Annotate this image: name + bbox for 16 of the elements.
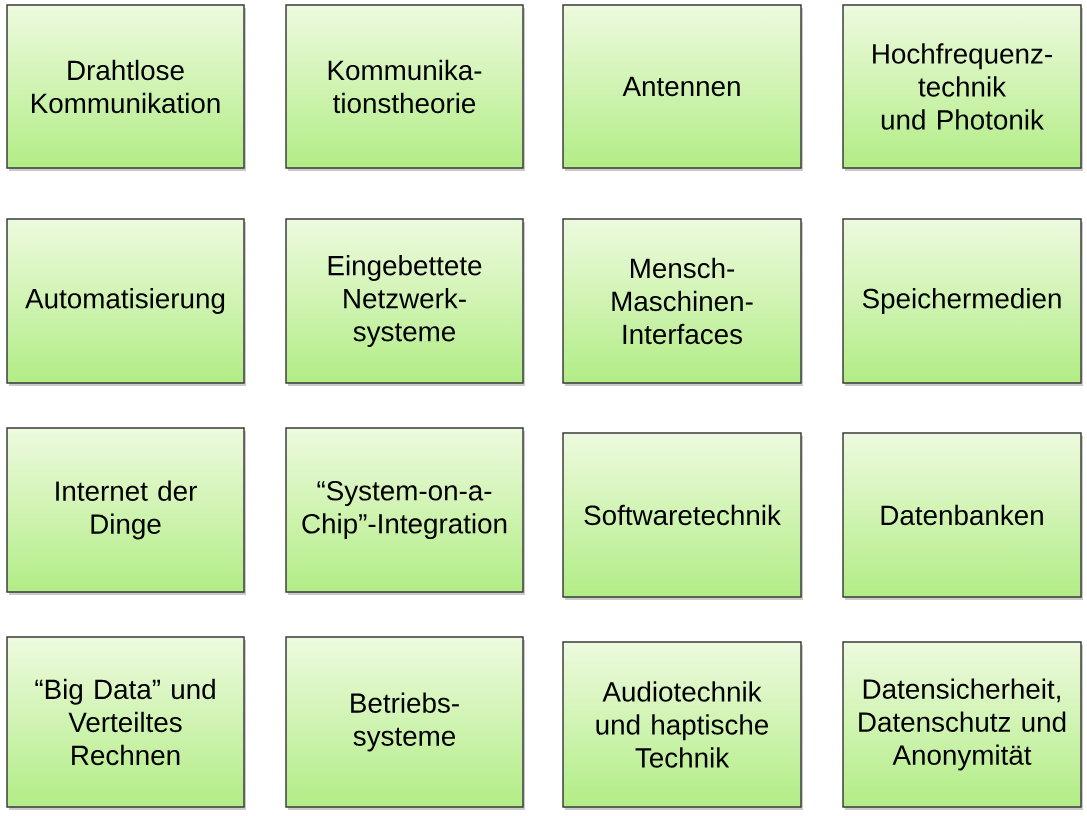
topic-box: “Big Data” und Verteiltes Rechnen — [6, 636, 246, 810]
topic-box: Audiotechnik und haptische Technik — [562, 641, 803, 810]
topic-box: Softwaretechnik — [562, 432, 803, 600]
topic-box: Betriebs- systeme — [285, 636, 525, 810]
topic-box: Hochfrequenz- technik und Photonik — [842, 4, 1083, 171]
topic-box: Datensicherheit, Datenschutz und Anonymität — [842, 641, 1083, 810]
topic-box: Kommunika- tionstheorie — [285, 4, 525, 171]
topic-box: Speichermedien — [842, 218, 1083, 386]
topic-box: Drahtlose Kommunikation — [6, 4, 246, 171]
topic-box: Datenbanken — [842, 432, 1083, 600]
topic-box: Automatisierung — [6, 218, 246, 386]
topic-box: Internet der Dinge — [6, 427, 246, 595]
topic-box: Eingebettete Netzwerk- systeme — [285, 218, 525, 386]
topic-box: Mensch- Maschinen- Interfaces — [562, 218, 803, 386]
topic-box: “System-on-a- Chip”-Integration — [285, 427, 525, 595]
topic-box: Antennen — [562, 4, 803, 171]
